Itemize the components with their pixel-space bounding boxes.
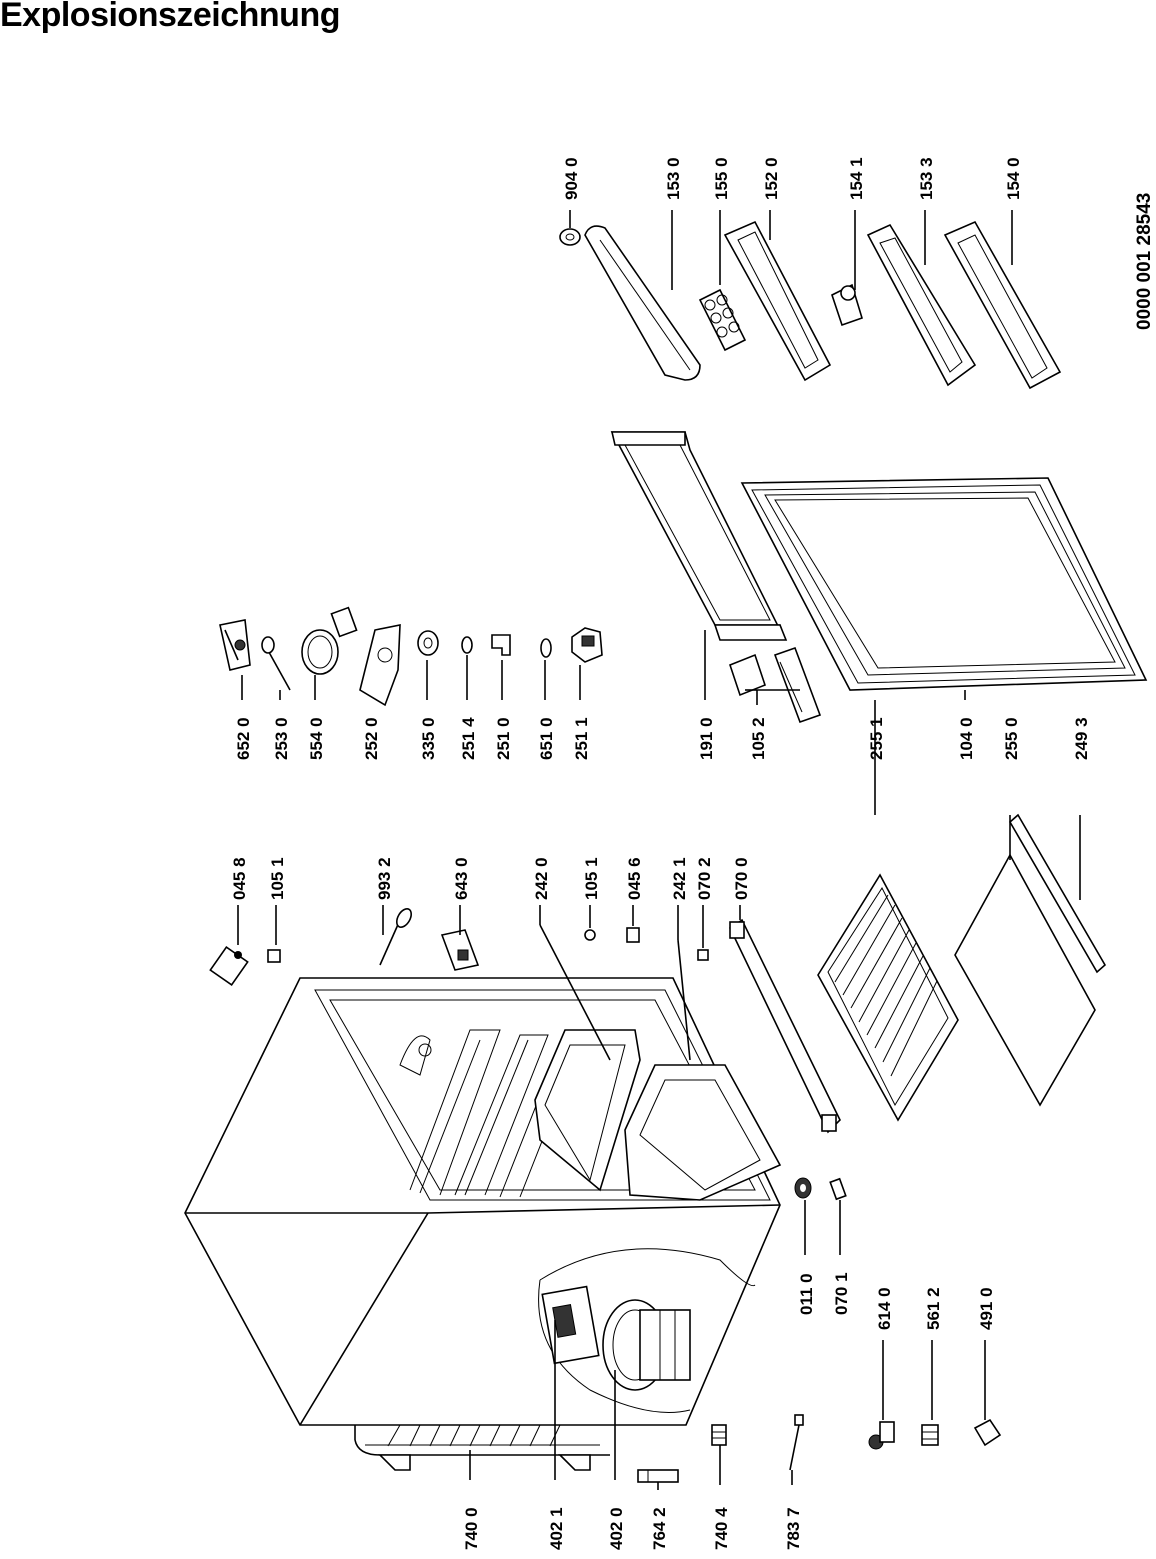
page-title: Explosionszeichnung bbox=[0, 0, 340, 34]
label-1520: 152 0 bbox=[762, 157, 781, 200]
label-1052: 105 2 bbox=[749, 717, 768, 760]
plate-part-2510 bbox=[491, 634, 511, 656]
knob-part-5540 bbox=[301, 606, 358, 675]
cabinet-body bbox=[184, 977, 781, 1471]
door-bin-part-1533 bbox=[866, 223, 977, 387]
label-2420: 242 0 bbox=[532, 857, 551, 900]
label-4021: 402 1 bbox=[547, 1507, 566, 1550]
label-2511: 251 1 bbox=[572, 717, 591, 760]
thermostat-part-9932 bbox=[379, 908, 413, 966]
lamp-part-2530 bbox=[261, 636, 291, 691]
label-9932: 993 2 bbox=[375, 857, 394, 900]
rail-part-0700 bbox=[728, 918, 841, 1134]
compressor-area bbox=[538, 1248, 756, 1413]
relay-part-6140 bbox=[868, 1421, 895, 1450]
label-6510: 651 0 bbox=[537, 717, 556, 760]
label-7404: 740 4 bbox=[712, 1507, 731, 1550]
label-2514: 251 4 bbox=[459, 717, 478, 760]
document-number: 0000 001 28543 bbox=[1134, 193, 1155, 330]
crisper-drawers-inside bbox=[534, 1029, 782, 1201]
clip-part-0702 bbox=[697, 949, 709, 961]
cover-part-4910 bbox=[973, 1418, 1002, 1447]
egg-tray-part-1550 bbox=[698, 288, 747, 352]
label-1051b: 105 1 bbox=[582, 857, 601, 900]
label-1550: 155 0 bbox=[712, 157, 731, 200]
label-3350: 335 0 bbox=[419, 717, 438, 760]
label-2493: 249 3 bbox=[1072, 717, 1091, 760]
label-1541: 154 1 bbox=[847, 157, 866, 200]
label-2520: 252 0 bbox=[362, 717, 381, 760]
label-0456: 045 6 bbox=[625, 857, 644, 900]
label-1540: 154 0 bbox=[1004, 157, 1023, 200]
label-2550: 255 0 bbox=[1002, 717, 1021, 760]
cap-part-0110 bbox=[794, 1177, 812, 1199]
label-7642: 764 2 bbox=[650, 1507, 669, 1550]
screw-part-0456 bbox=[626, 927, 640, 943]
cap-part-9040 bbox=[559, 228, 581, 246]
label-6140: 614 0 bbox=[875, 1287, 894, 1330]
label-1051a: 105 1 bbox=[268, 857, 287, 900]
leader-lines bbox=[237, 210, 1081, 1490]
label-0110: 011 0 bbox=[797, 1273, 816, 1315]
label-2551: 255 1 bbox=[867, 717, 886, 760]
label-7837: 783 7 bbox=[784, 1507, 803, 1550]
relay-part-5612 bbox=[921, 1424, 939, 1446]
hinge-part-1052 bbox=[729, 646, 822, 724]
door-part-1040 bbox=[740, 477, 1148, 691]
label-2510: 251 0 bbox=[494, 717, 513, 760]
screw-part-1051b bbox=[584, 929, 596, 941]
label-6520: 652 0 bbox=[234, 717, 253, 760]
label-5612: 561 2 bbox=[924, 1287, 943, 1330]
bushing-part-1051a bbox=[267, 949, 281, 963]
shelf-part-1530 bbox=[584, 225, 701, 381]
pipe-part-7837 bbox=[789, 1414, 804, 1471]
bottle-holder-part-1541 bbox=[831, 283, 863, 327]
label-1533: 153 3 bbox=[917, 157, 936, 200]
grommet-part-3350 bbox=[417, 630, 439, 656]
foot-part-7642 bbox=[637, 1469, 679, 1483]
label-1040: 104 0 bbox=[957, 717, 976, 760]
label-9040: 904 0 bbox=[562, 157, 581, 200]
label-6430: 643 0 bbox=[452, 857, 471, 900]
edge-strip-part-2493 bbox=[1008, 813, 1107, 974]
socket-part-2511 bbox=[571, 627, 603, 663]
label-4910: 491 0 bbox=[977, 1287, 996, 1330]
switch-part-6520 bbox=[219, 619, 251, 671]
bulb-part-6510 bbox=[540, 638, 552, 658]
label-0701: 070 1 bbox=[832, 1272, 851, 1315]
ring-part-2514 bbox=[461, 636, 473, 654]
screw-foot-part-7404 bbox=[711, 1424, 727, 1446]
clip-part-0701 bbox=[829, 1177, 847, 1201]
label-0702: 070 2 bbox=[695, 857, 714, 900]
label-5540: 554 0 bbox=[307, 717, 326, 760]
label-2421: 242 1 bbox=[670, 857, 689, 900]
cover-part-2520 bbox=[359, 624, 401, 707]
door-liner-part-1910 bbox=[610, 431, 788, 641]
hinge-part-0458 bbox=[209, 945, 249, 987]
glass-plate-part-2550 bbox=[954, 853, 1096, 1107]
label-7400: 740 0 bbox=[462, 1507, 481, 1550]
door-bin-part-1520 bbox=[723, 220, 832, 382]
label-4020: 402 0 bbox=[607, 1507, 626, 1550]
door-bin-part-1540 bbox=[943, 220, 1062, 390]
label-1530: 153 0 bbox=[664, 157, 683, 200]
label-0700: 070 0 bbox=[732, 857, 751, 900]
label-2530: 253 0 bbox=[272, 717, 291, 760]
bracket-part-6430 bbox=[440, 929, 480, 971]
part-labels: 652 0 253 0 554 0 252 0 335 0 251 4 251 … bbox=[230, 157, 1155, 1550]
label-0458: 045 8 bbox=[230, 857, 249, 900]
wire-shelf-part-2551 bbox=[817, 873, 959, 1122]
label-1910: 191 0 bbox=[697, 717, 716, 760]
